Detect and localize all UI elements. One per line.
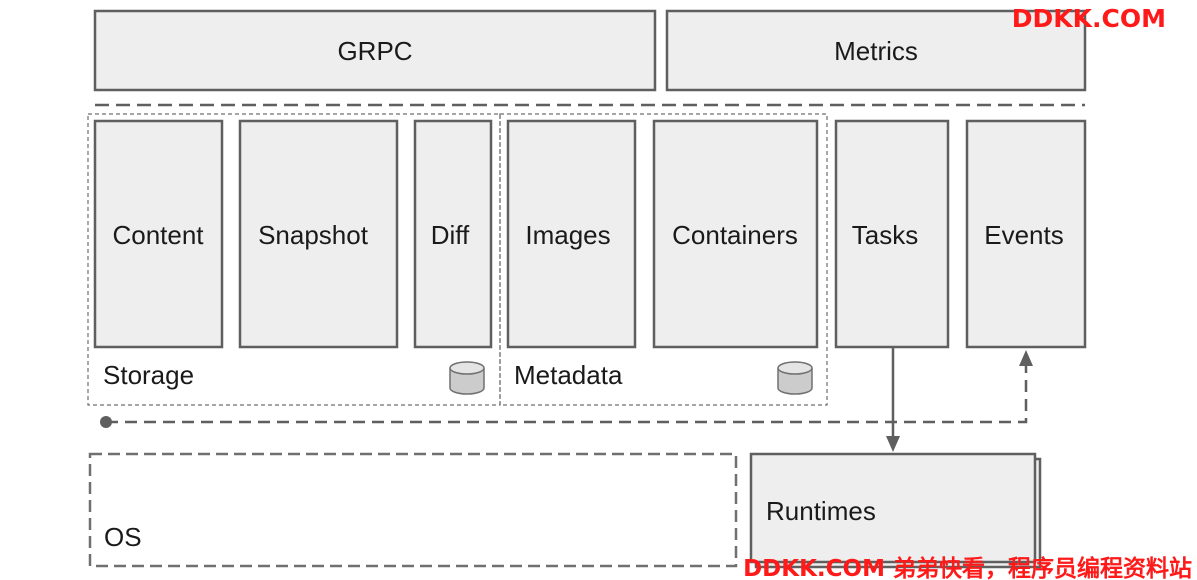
content-box: Content [93,119,224,349]
watermark-top: DDKK.COM [1012,4,1166,33]
metadata-label: Metadata [514,360,623,390]
metadata-group [499,113,828,406]
content-label: Content [112,220,204,250]
events-dashed-connector [106,362,1028,424]
tasks-label: Tasks [852,220,918,250]
snapshot-label: Snapshot [258,220,369,250]
diff-label: Diff [431,220,470,250]
containers-label: Containers [672,220,798,250]
images-box: Images [506,119,637,349]
metrics-box: Metrics [665,9,1087,92]
metrics-label: Metrics [834,36,918,66]
images-label: Images [525,220,610,250]
runtimes-label: Runtimes [766,496,876,526]
os-label: OS [104,522,142,552]
events-arrowhead [1019,350,1033,366]
snapshot-box: Snapshot [238,119,399,349]
diff-box: Diff [413,119,493,349]
storage-label: Storage [103,360,194,390]
events-box: Events [965,119,1087,349]
runtimes-box: Runtimes [749,452,1042,569]
os-group [88,452,738,568]
tasks-box: Tasks [834,119,950,349]
storage-group [87,113,501,406]
grpc-label: GRPC [337,36,412,66]
events-label: Events [984,220,1064,250]
database-icon [449,361,485,395]
grpc-box: GRPC [93,9,657,92]
database-icon [777,361,813,395]
tasks-to-runtimes-arrowhead [886,436,900,452]
watermark-bottom: DDKK.COM 弟弟快看，程序员编程资料站 [743,555,1192,580]
containers-box: Containers [652,119,819,349]
